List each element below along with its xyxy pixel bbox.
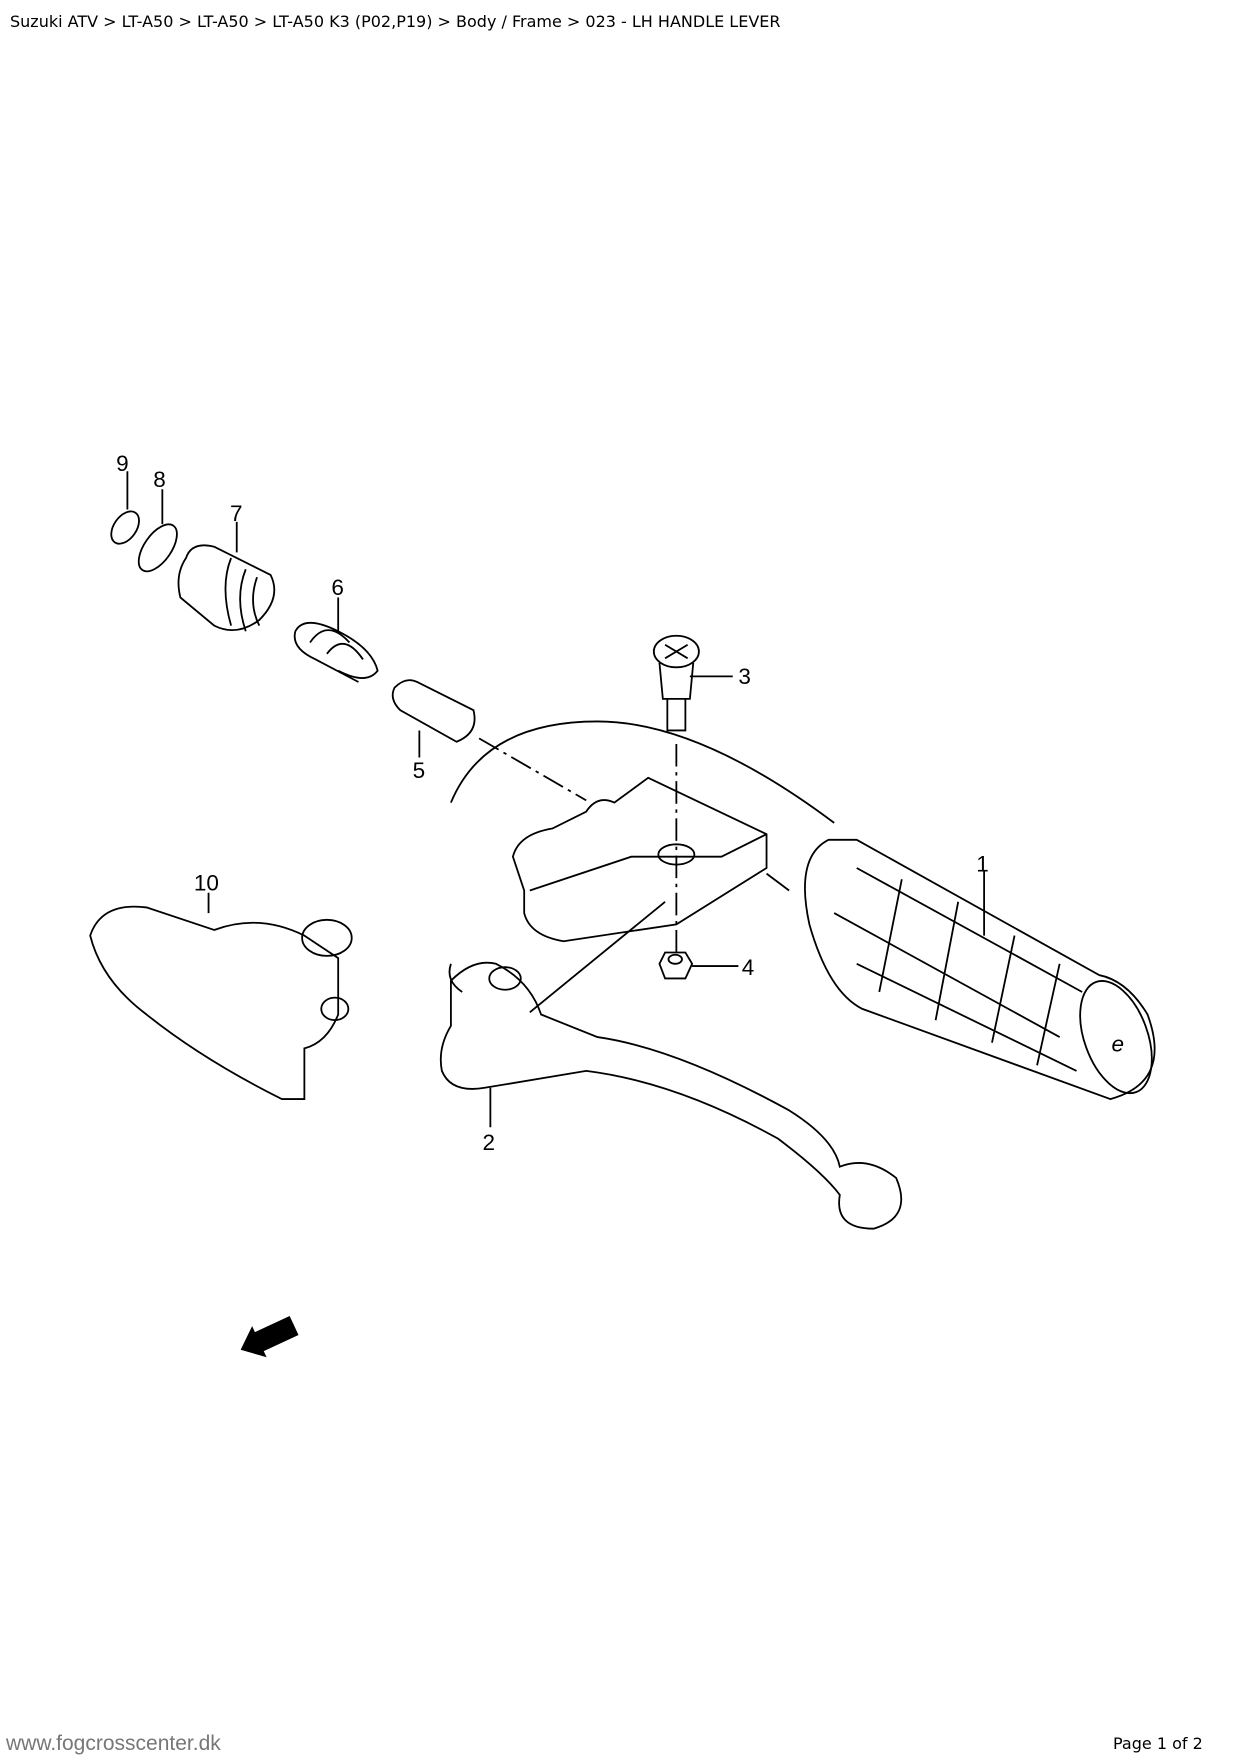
callout-1: 1 — [976, 851, 989, 876]
fwd-arrow-icon: FWD — [240, 1315, 299, 1358]
svg-text:e: e — [1111, 1032, 1124, 1057]
spring — [293, 621, 379, 683]
bolt — [652, 634, 700, 732]
callout-10: 10 — [194, 871, 219, 896]
callout-3: 3 — [738, 664, 751, 689]
nut — [658, 951, 694, 980]
lever-cover — [89, 905, 340, 1100]
callout-6: 6 — [331, 575, 344, 600]
bracket-hole — [657, 843, 696, 866]
breadcrumb: Suzuki ATV > LT-A50 > LT-A50 > LT-A50 K3… — [10, 12, 781, 31]
page-number: Page 1 of 2 — [1113, 1734, 1203, 1753]
callout-5: 5 — [413, 758, 426, 783]
handlebar-outline — [450, 720, 835, 892]
grip: e — [804, 838, 1156, 1101]
site-url: www.fogcrosscenter.dk — [6, 1732, 221, 1755]
center-line — [478, 737, 678, 959]
clutch-lever — [439, 961, 903, 1230]
circlip — [110, 510, 140, 545]
callout-9: 9 — [116, 451, 129, 476]
callout-8: 8 — [153, 467, 166, 492]
lever-bracket — [511, 776, 768, 943]
washer — [137, 523, 178, 573]
callout-7: 7 — [230, 501, 243, 526]
dust-boot — [177, 544, 276, 632]
pin — [391, 679, 476, 743]
callout-4: 4 — [742, 955, 755, 980]
callout-2: 2 — [482, 1130, 495, 1155]
leader-lines — [126, 471, 986, 1128]
